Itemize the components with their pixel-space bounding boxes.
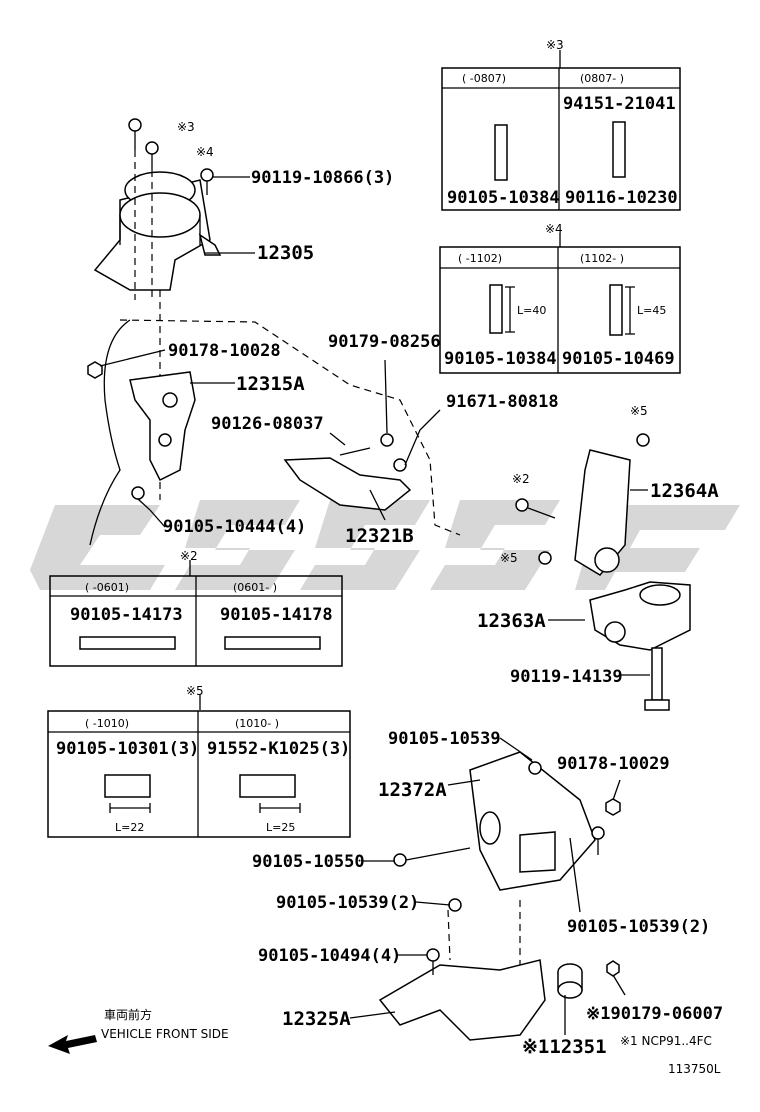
table3-bottom-right: 90116-10230 [565, 188, 678, 208]
note-marker-5-mid: ※5 [500, 551, 518, 565]
bolt-90119-10866 [200, 168, 214, 195]
label-90178-10029: 90178-10029 [557, 754, 670, 774]
note-marker-5-right: ※5 [630, 404, 648, 418]
leader-lines [99, 50, 650, 1035]
label-12315A: 12315A [236, 373, 305, 395]
note-marker-4-top: ※4 [196, 145, 214, 159]
label-90105-10550: 90105-10550 [252, 852, 365, 872]
bracket-12315A [129, 371, 196, 482]
table-note5 [47, 710, 351, 838]
table3-header-left: ( -0807) [462, 72, 506, 85]
label-90126-08037: 90126-08037 [211, 414, 324, 434]
label-90119-10866: 90119-10866(3) [251, 168, 394, 188]
table5-dim-left: L=22 [115, 821, 144, 834]
bracket-12372A [469, 751, 596, 891]
bolt-90105-10539-right [591, 826, 605, 855]
table5-dim-right: L=25 [266, 821, 295, 834]
bolt-90105-10550 [393, 847, 471, 867]
bolt-note3-top [128, 118, 142, 150]
table5-left: 90105-10301(3) [56, 739, 199, 759]
vehicle-front-arrow-icon [48, 1035, 97, 1054]
table3-bottom-left: 90105-10384 [447, 188, 560, 208]
note-marker-4-table: ※4 [545, 222, 563, 236]
note-marker-3-table: ※3 [546, 38, 564, 52]
bolt-90105-10539-top [528, 761, 542, 775]
label-90179-08256: 90179-08256 [328, 332, 441, 352]
table2-right: 90105-14178 [220, 605, 333, 625]
table-note3 [441, 67, 681, 211]
label-91671-80818: 91671-80818 [446, 392, 559, 412]
table4-dim-left: L=40 [517, 304, 546, 317]
label-12364A: 12364A [650, 480, 719, 502]
nut-90179-06007 [606, 960, 620, 977]
label-90105-10494: 90105-10494(4) [258, 946, 401, 966]
table3-header-right: (0807- ) [580, 72, 624, 85]
nut-90178-10029 [605, 798, 621, 816]
label-12325A: 12325A [282, 1008, 351, 1030]
table4-header-left: ( -1102) [458, 252, 502, 265]
engine-mount-12305 [93, 171, 222, 291]
mount-12363A [589, 581, 691, 651]
bolt-90105-10539-left [448, 898, 462, 912]
label-90105-10539-2-left: 90105-10539(2) [276, 893, 419, 913]
bracket-12325A [378, 959, 546, 1041]
table5-header-left: ( -1010) [85, 717, 129, 730]
bolt-note5-right [636, 433, 650, 447]
table4-bottom-left: 90105-10384 [444, 349, 557, 369]
vehicle-front-label-en: VEHICLE FRONT SIDE [101, 1027, 229, 1041]
note-marker-3-top: ※3 [177, 120, 195, 134]
note-marker-2-table: ※2 [180, 549, 198, 563]
label-12305: 12305 [257, 242, 314, 264]
bolt-note2-right [515, 498, 556, 519]
footnote: ※1 NCP91..4FC [620, 1034, 712, 1048]
nut-90179-08256 [380, 433, 394, 447]
label-90105-10539-top: 90105-10539 [388, 729, 501, 749]
nut-90178-10028 [87, 361, 103, 379]
bolt-90105-10444 [131, 486, 151, 511]
vehicle-front-label-jp: 車両前方 [104, 1007, 152, 1022]
table4-dim-right: L=45 [637, 304, 666, 317]
label-90105-10444: 90105-10444(4) [163, 517, 306, 537]
table2-header-left: ( -0601) [85, 581, 129, 594]
bushing-12351 [557, 963, 583, 999]
table-note4 [439, 246, 681, 374]
bracket-12321B [283, 457, 412, 511]
bolt-91671-80818 [393, 458, 407, 472]
diagram-id: 113750L [668, 1062, 721, 1076]
table-note2 [49, 575, 343, 667]
stud-90126-08037 [339, 447, 371, 456]
table5-right: 91552-K1025(3) [207, 739, 350, 759]
table3-top-right: 94151-21041 [563, 94, 676, 114]
label-12363A: 12363A [477, 610, 546, 632]
table4-header-right: (1102- ) [580, 252, 624, 265]
label-90178-10028: 90178-10028 [168, 341, 281, 361]
label-12372A: 12372A [378, 779, 447, 801]
label-90179-06007: ※190179-06007 [586, 1004, 723, 1024]
label-90105-10539-2-right: 90105-10539(2) [567, 917, 710, 937]
bolt-note4-top [145, 141, 159, 170]
bolt-90119-14139 [644, 647, 670, 711]
table2-header-right: (0601- ) [233, 581, 277, 594]
note-marker-5-table: ※5 [186, 684, 204, 698]
table4-bottom-right: 90105-10469 [562, 349, 675, 369]
label-90119-14139: 90119-14139 [510, 667, 623, 687]
table5-header-right: (1010- ) [235, 717, 279, 730]
label-12321B: 12321B [345, 525, 414, 547]
note-marker-2-right: ※2 [512, 472, 530, 486]
bracket-12364A [574, 449, 631, 576]
label-12351: ※112351 [522, 1036, 607, 1058]
table2-left: 90105-14173 [70, 605, 183, 625]
bolt-note5-mid [538, 551, 552, 565]
